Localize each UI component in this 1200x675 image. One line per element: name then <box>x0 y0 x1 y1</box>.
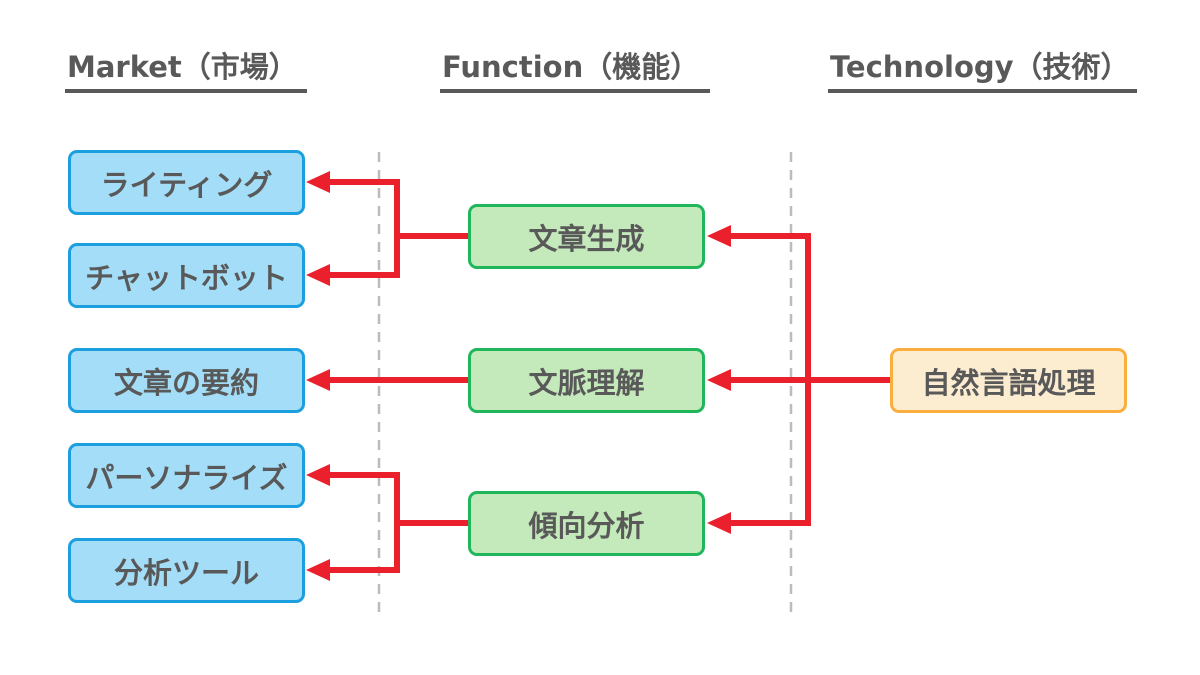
edge-keikobunseki-to-market <box>326 472 468 573</box>
arrowhead-summary-icon <box>306 369 330 391</box>
arrowhead-writing-icon <box>306 171 330 193</box>
node-market-analysis-tool: 分析ツール <box>68 538 305 603</box>
node-market-chatbot: チャットボット <box>68 243 305 308</box>
column-header-market: Market（市場） <box>65 50 307 93</box>
node-label: 文脈理解 <box>528 365 645 400</box>
arrowhead-context-icon <box>707 369 731 391</box>
node-function-context-understanding: 文脈理解 <box>468 348 705 413</box>
edge-bunshoseisei-to-market <box>326 179 468 278</box>
node-function-text-generation: 文章生成 <box>468 204 705 269</box>
node-technology-nlp: 自然言語処理 <box>890 348 1127 413</box>
arrowhead-personalize-icon <box>306 464 330 486</box>
edge-nlp-to-function <box>726 233 890 526</box>
node-market-writing: ライティング <box>68 150 305 215</box>
arrowhead-chatbot-icon <box>306 264 330 286</box>
node-label: 分析ツール <box>113 555 259 590</box>
node-function-trend-analysis: 傾向分析 <box>468 491 705 556</box>
arrowhead-trend-icon <box>707 512 731 534</box>
node-label: チャットボット <box>85 260 288 295</box>
node-label: 傾向分析 <box>528 508 645 543</box>
node-label: 文章の要約 <box>113 365 259 400</box>
node-label: 文章生成 <box>528 221 645 256</box>
node-label: ライティング <box>100 167 273 202</box>
arrowhead-analysis-tool-icon <box>306 559 330 581</box>
node-label: 自然言語処理 <box>921 365 1096 400</box>
node-market-personalize: パーソナライズ <box>68 443 305 508</box>
arrowhead-textgen-icon <box>707 225 731 247</box>
column-header-function: Function（機能） <box>440 50 710 93</box>
node-market-summary: 文章の要約 <box>68 348 305 413</box>
node-label: パーソナライズ <box>85 460 288 495</box>
column-header-technology: Technology（技術） <box>828 50 1137 93</box>
